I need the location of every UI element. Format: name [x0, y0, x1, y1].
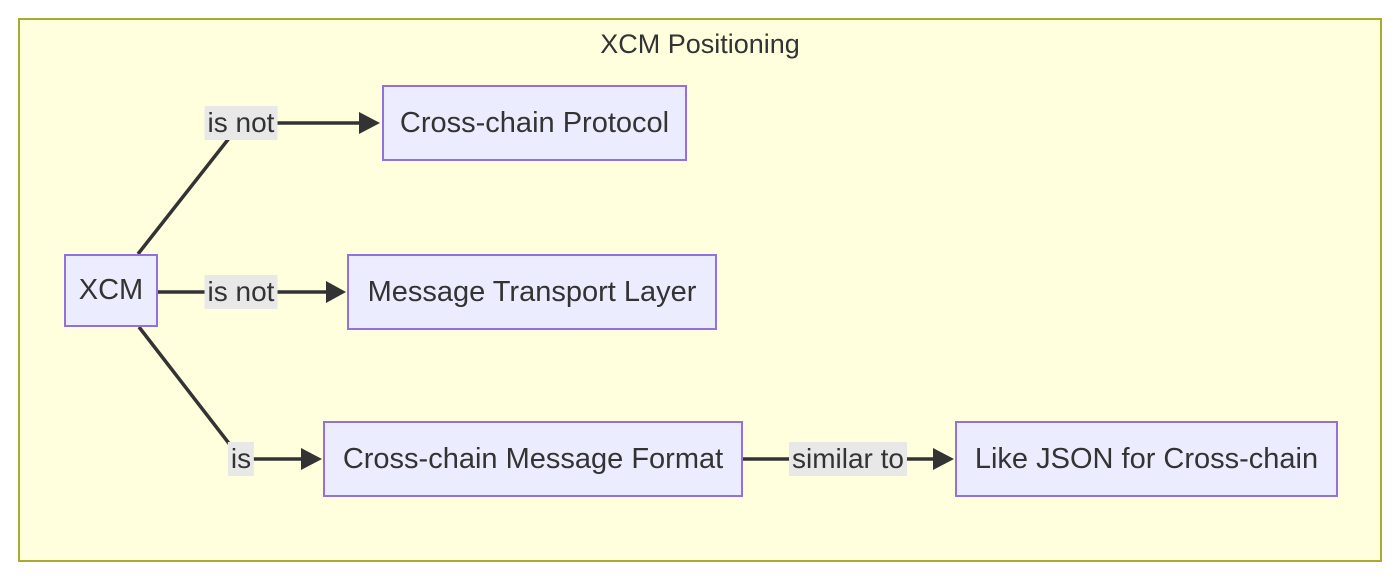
arrowhead-icon — [326, 281, 346, 303]
arrowhead-icon — [359, 112, 380, 134]
node-like-json-for-cross-chain: Like JSON for Cross-chain — [955, 421, 1338, 497]
node-message-transport-layer: Message Transport Layer — [347, 254, 717, 330]
edge-label-similar-to: similar to — [788, 442, 908, 476]
edge-xcm-protocol-line — [136, 121, 359, 256]
edge-label-is-not-transport: is not — [204, 275, 278, 309]
edge-xcm-format-line — [137, 325, 304, 461]
node-xcm: XCM — [64, 254, 158, 327]
diagram-title: XCM Positioning — [600, 29, 800, 59]
node-cross-chain-message-format: Cross-chain Message Format — [323, 421, 743, 497]
edge-label-is-not-protocol: is not — [204, 106, 278, 140]
edge-label-is: is — [227, 442, 255, 476]
arrowhead-icon — [933, 448, 954, 470]
arrowhead-icon — [301, 448, 322, 470]
node-cross-chain-protocol: Cross-chain Protocol — [382, 85, 687, 161]
